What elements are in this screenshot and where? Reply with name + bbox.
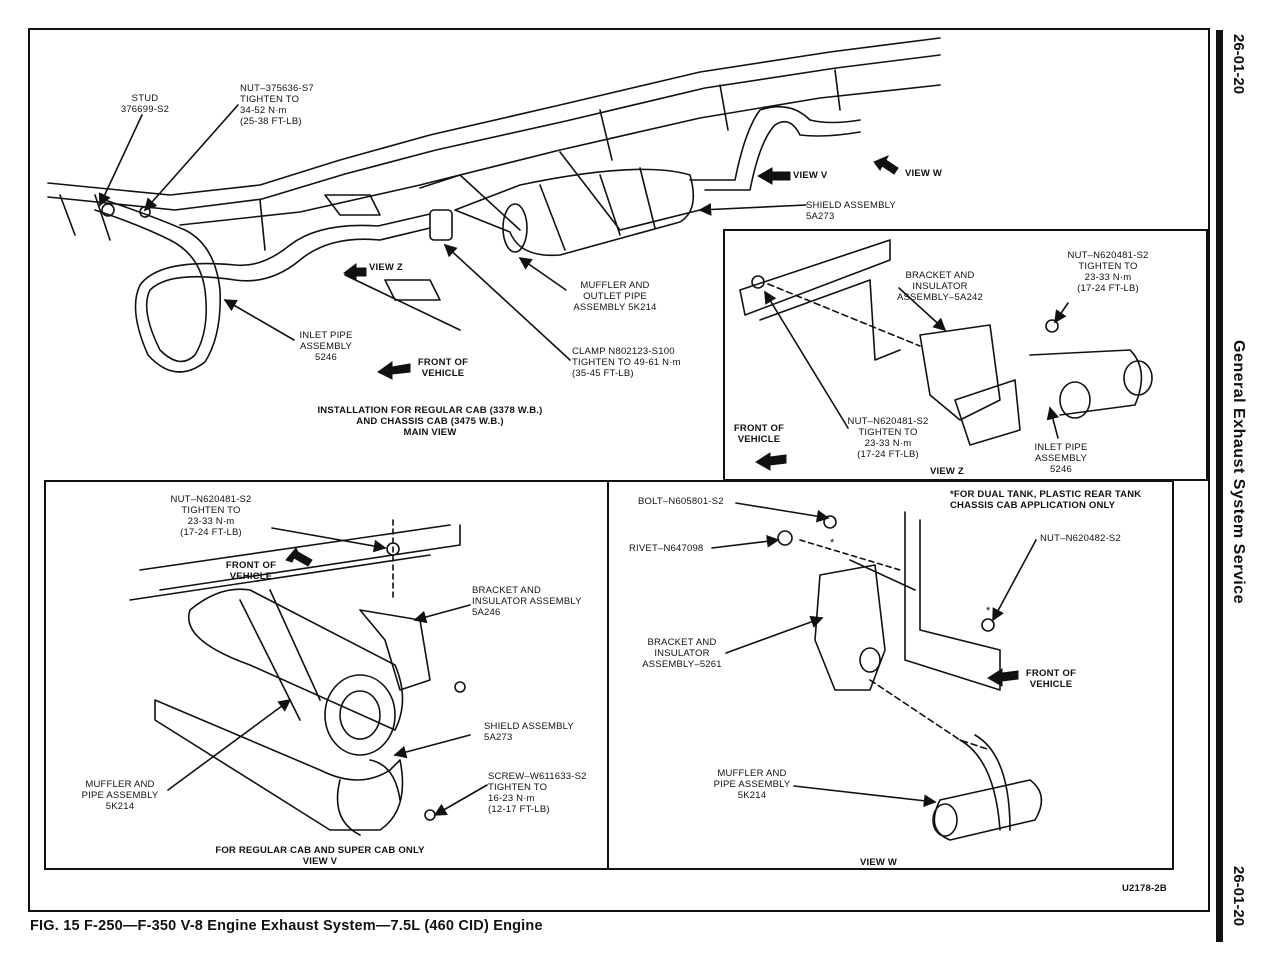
view-w-title: VIEW W xyxy=(860,857,898,868)
svg-text:*: * xyxy=(830,537,835,549)
view-v-shield xyxy=(154,699,404,831)
view-z-pipe xyxy=(1029,349,1143,416)
figure-code: U2178-2B xyxy=(1122,883,1167,894)
svg-text:*: * xyxy=(986,605,991,617)
front-arrow-v-icon xyxy=(285,547,313,567)
frame-rail-upper xyxy=(47,37,941,196)
front-arrow-w-icon xyxy=(987,668,1019,687)
margin-rule xyxy=(1216,30,1223,942)
main-muffler xyxy=(454,168,695,257)
view-v-callout: VIEW V xyxy=(793,170,828,181)
nut-n620482-label: NUT–N620482-S2 xyxy=(1040,533,1121,544)
rivet-label: RIVET–N647098 xyxy=(629,543,704,554)
bolt-label: BOLT–N605801-S2 xyxy=(638,496,724,507)
diagram-outer-frame xyxy=(28,28,1210,912)
section-title: General Exhaust System Service xyxy=(1230,340,1247,605)
view-z-arrow-icon xyxy=(343,263,367,281)
inlet-pipe xyxy=(94,209,431,363)
frame-rail-lower xyxy=(179,84,941,226)
view-w-bracket xyxy=(814,564,886,691)
footer-page-number: 26-01-20 xyxy=(1230,866,1247,927)
view-w-frame xyxy=(607,480,1174,870)
front-arrow-z-icon xyxy=(755,452,787,471)
header-page-number: 26-01-20 xyxy=(1230,34,1247,95)
main-view-title: INSTALLATION FOR REGULAR CAB (3378 W.B.)… xyxy=(317,405,543,438)
front-arrow-main-icon xyxy=(377,361,411,380)
figure-caption: FIG. 15 F-250—F-350 V-8 Engine Exhaust S… xyxy=(30,918,543,934)
view-z-title: VIEW Z xyxy=(930,466,964,477)
view-v-bracket xyxy=(359,609,431,691)
view-v-arrow-icon xyxy=(756,167,791,185)
clamp-shape xyxy=(429,209,453,241)
view-z-bracket xyxy=(919,324,1001,421)
view-w-arrow-icon xyxy=(873,155,899,175)
view-v-muffler xyxy=(188,588,404,731)
view-w-callout: VIEW W xyxy=(905,168,943,179)
view-z-callout: VIEW Z xyxy=(369,262,403,273)
view-w-pipe xyxy=(959,734,1011,831)
